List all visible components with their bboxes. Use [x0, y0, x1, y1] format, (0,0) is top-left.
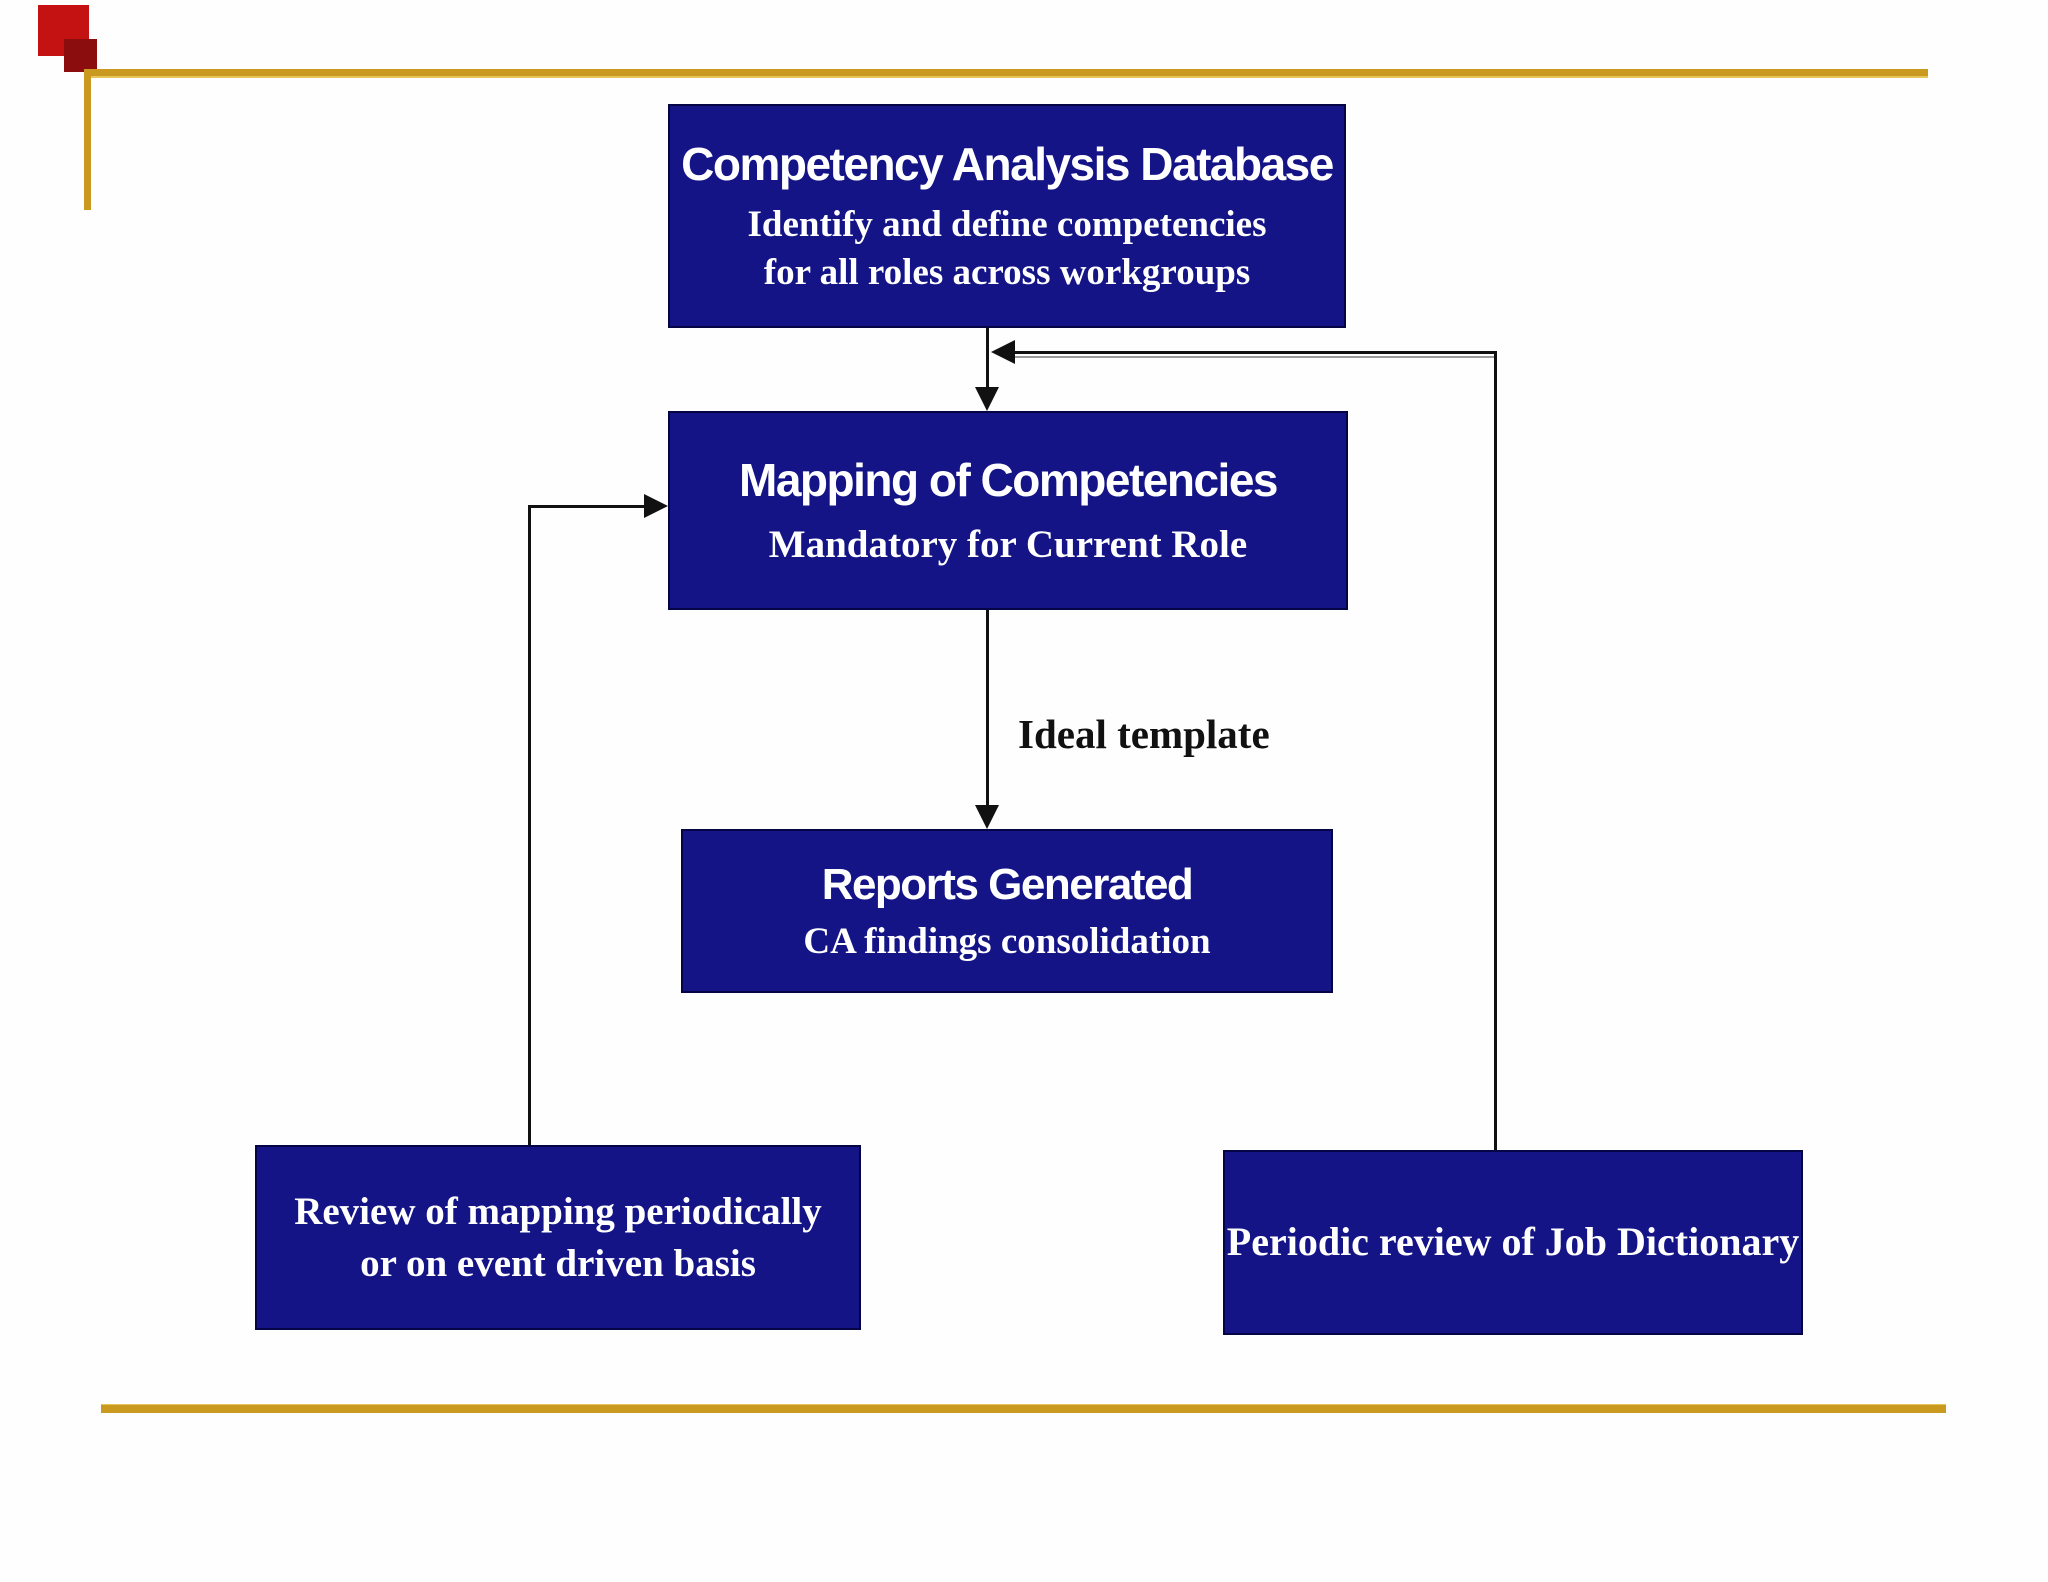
connector-review-vertical-line	[528, 505, 531, 1145]
node-jobdict-line1: Periodic review of Job Dictionary	[1226, 1219, 1800, 1265]
node-review-line2: or on event driven basis	[360, 1241, 756, 1285]
connector-jobdict-shadow	[1014, 356, 1497, 358]
decor-gold-rule-left	[84, 69, 91, 210]
node-review-line1: Review of mapping periodically	[294, 1190, 822, 1234]
node-database-title: Competency Analysis Database	[681, 137, 1334, 190]
decor-gold-rule-bottom	[101, 1404, 1946, 1413]
node-review-of-mapping: Review of mapping periodically or on eve…	[255, 1145, 861, 1330]
connector-jobdict-vertical-line	[1494, 351, 1497, 1150]
decor-red-square-small	[64, 39, 97, 72]
node-reports-title: Reports Generated	[821, 859, 1194, 909]
node-database-subtitle-line1: Identify and define competencies	[747, 203, 1267, 245]
connector-review-arrowhead-icon	[644, 494, 668, 518]
decor-gold-rule-top	[84, 69, 1928, 78]
node-mapping-title: Mapping of Competencies	[739, 454, 1278, 507]
node-competency-analysis-database: Competency Analysis Database Identify an…	[668, 104, 1346, 328]
connector-mapping-to-reports-line	[986, 610, 989, 808]
connector-jobdict-arrowhead-icon	[991, 340, 1015, 364]
node-periodic-review-job-dictionary: Periodic review of Job Dictionary	[1223, 1150, 1803, 1335]
node-reports-subtitle: CA findings consolidation	[803, 920, 1211, 962]
connector-review-horizontal-line	[528, 505, 646, 508]
node-reports-generated: Reports Generated CA findings consolidat…	[681, 829, 1333, 993]
connector-jobdict-horizontal-line	[1014, 351, 1497, 354]
node-mapping-subtitle: Mandatory for Current Role	[768, 523, 1248, 567]
connector-database-to-mapping-arrowhead-icon	[975, 387, 999, 411]
edge-label-ideal-template: Ideal template	[1018, 711, 1270, 757]
connector-database-to-mapping-line	[986, 328, 989, 390]
connector-mapping-to-reports-arrowhead-icon	[975, 805, 999, 829]
node-mapping-of-competencies: Mapping of Competencies Mandatory for Cu…	[668, 411, 1348, 610]
node-database-subtitle-line2: for all roles across workgroups	[763, 252, 1251, 294]
